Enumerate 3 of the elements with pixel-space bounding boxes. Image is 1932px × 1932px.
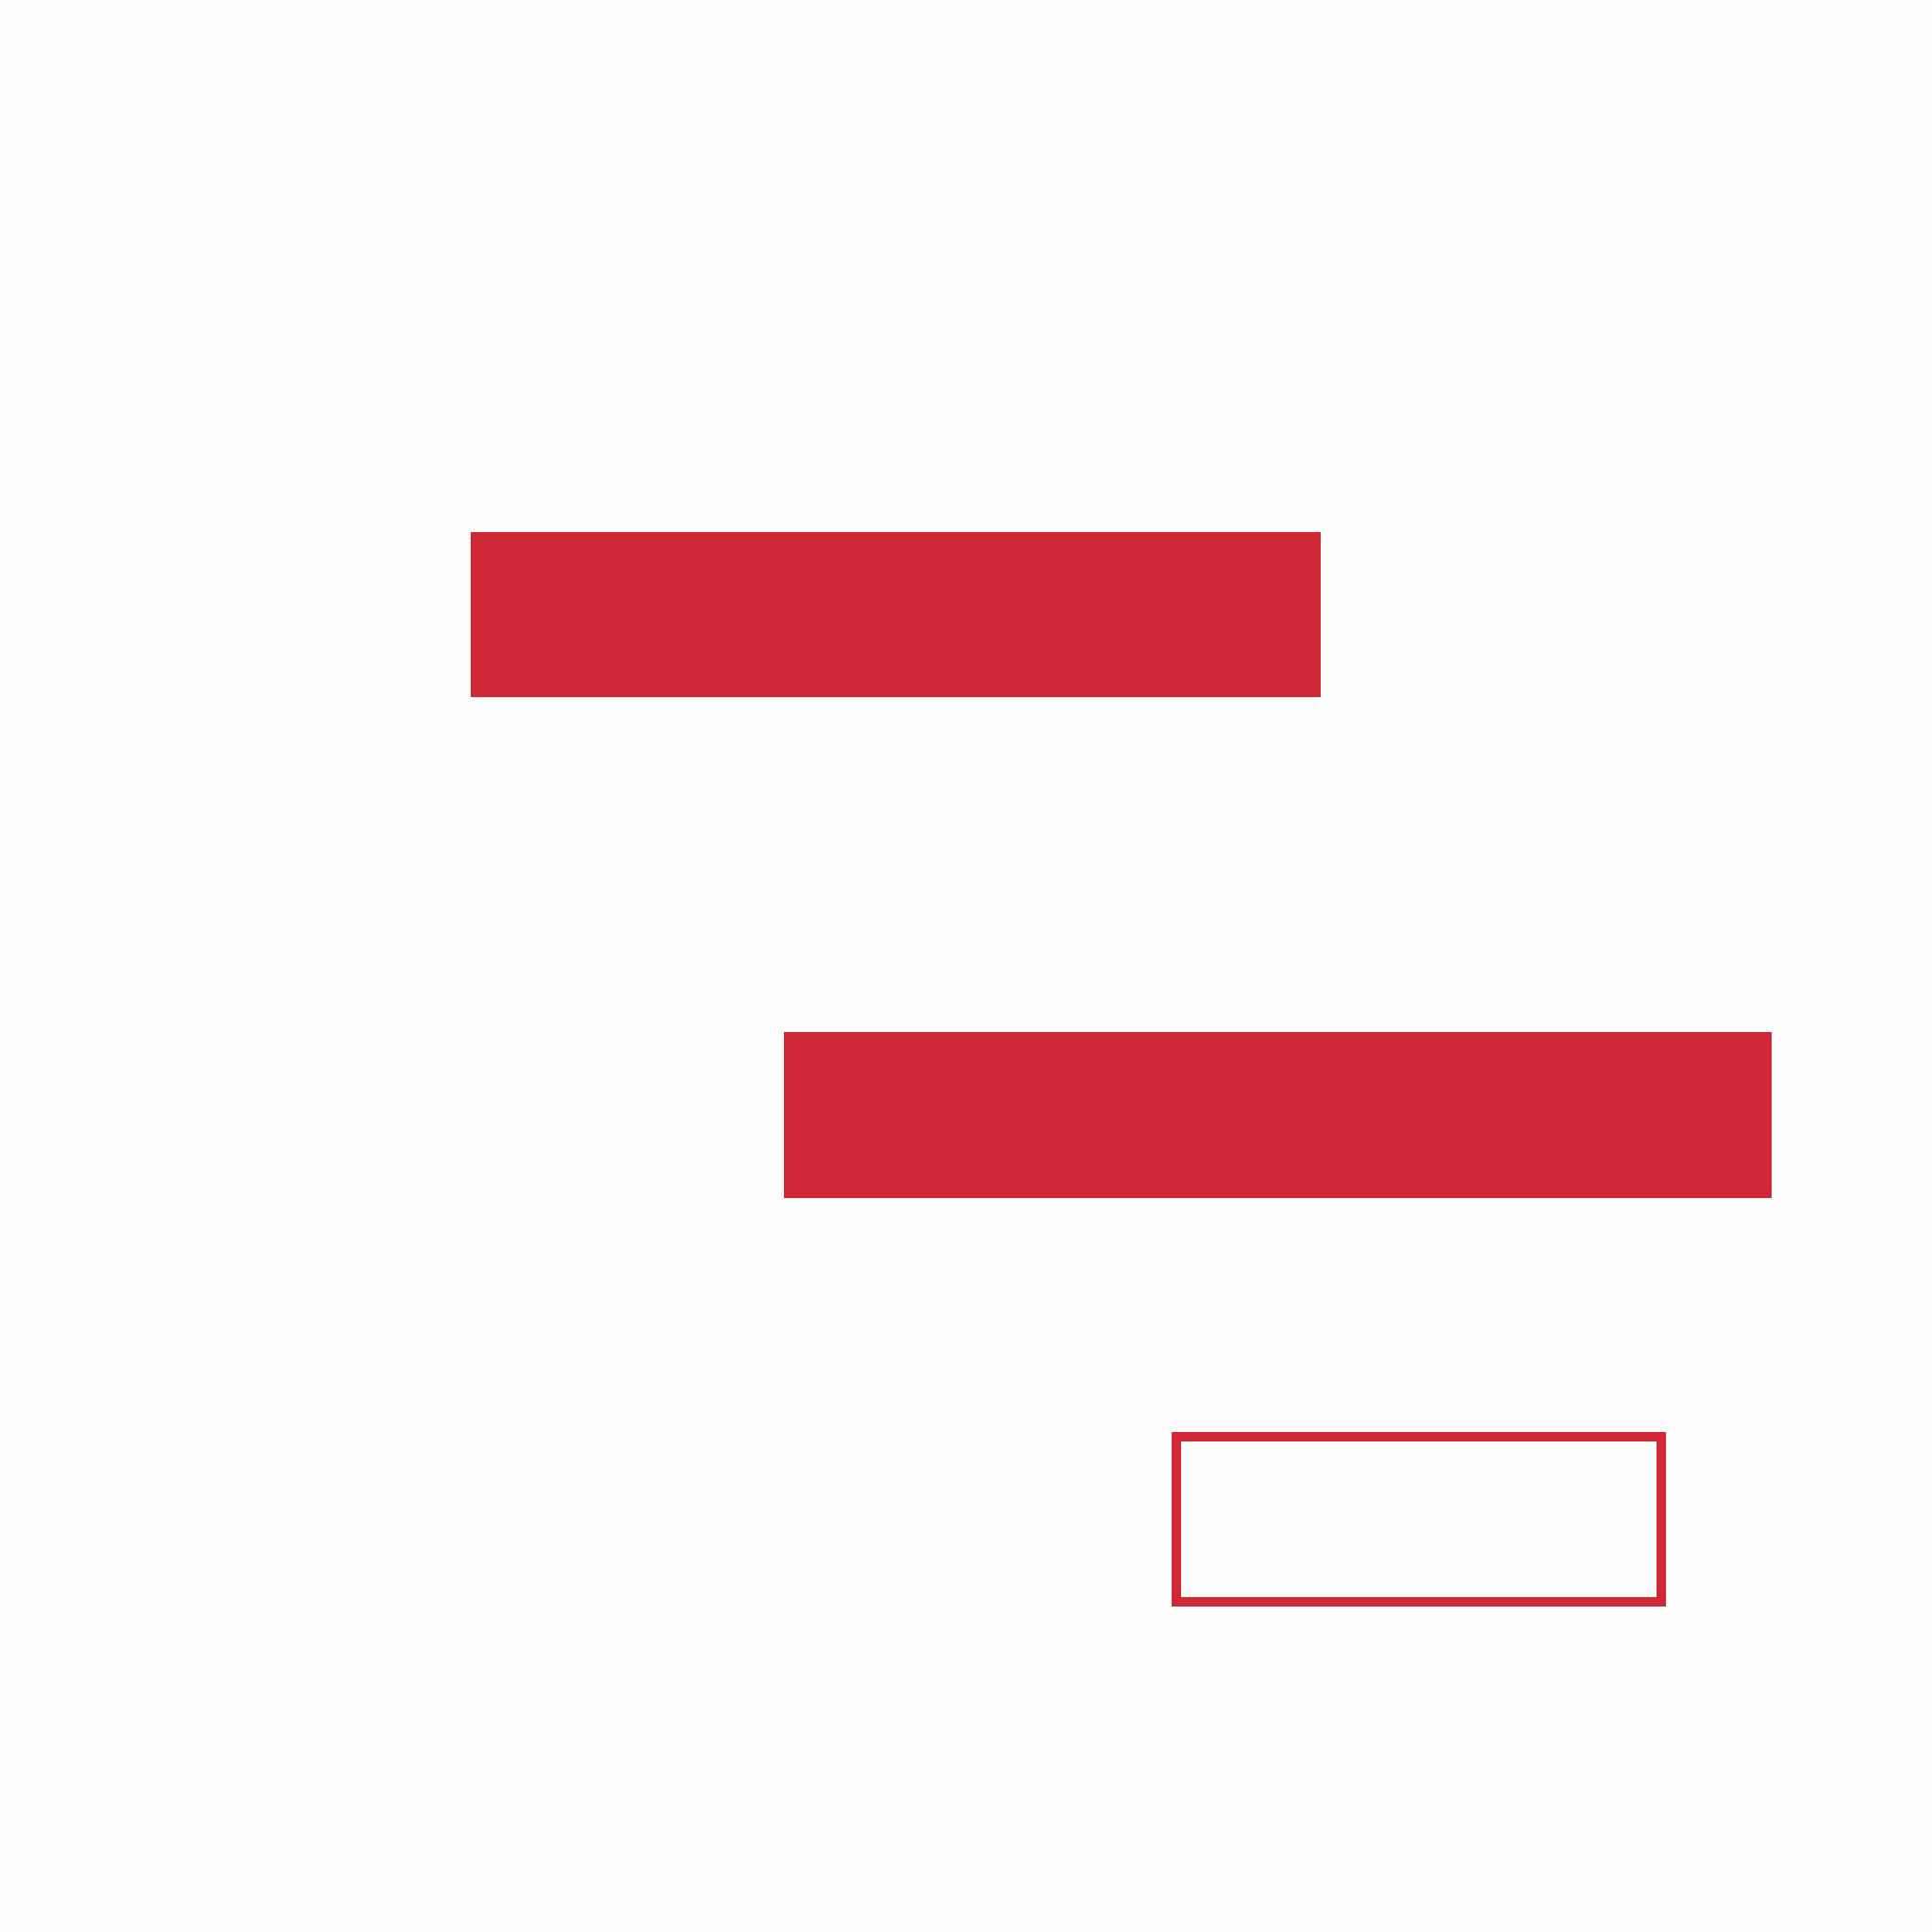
filled-bar: [784, 1032, 1772, 1198]
outlined-box: [1172, 1432, 1666, 1607]
filled-bar: [471, 532, 1321, 697]
